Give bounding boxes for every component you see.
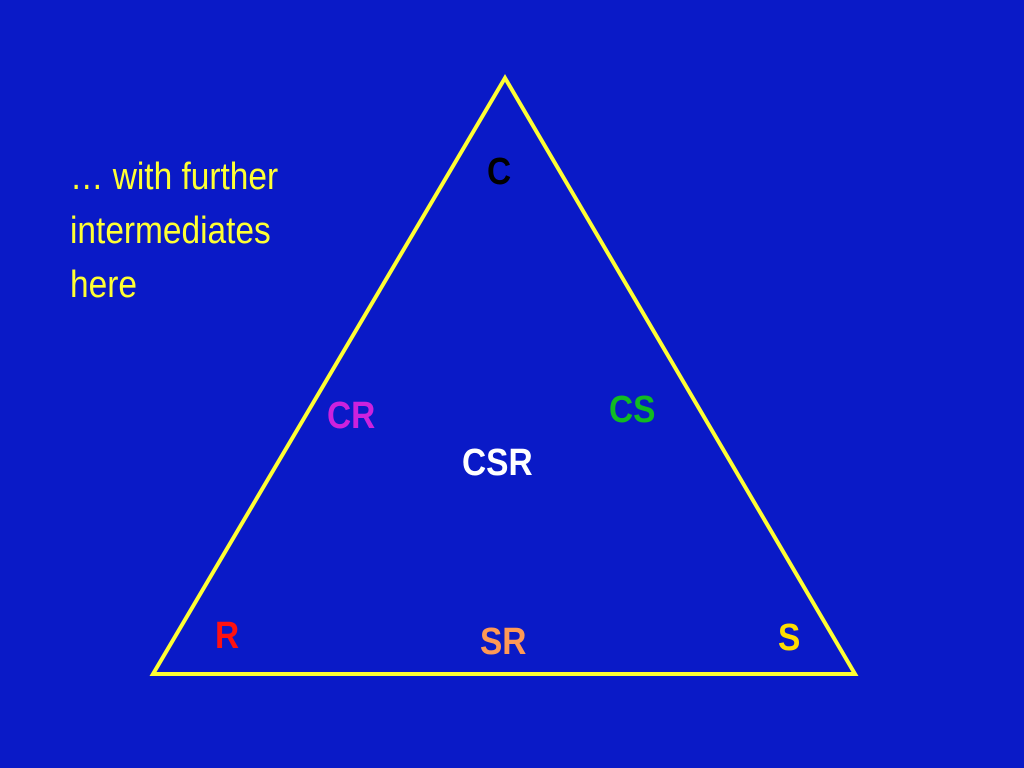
- label-cs: CS: [609, 389, 656, 431]
- label-csr: CSR: [462, 442, 533, 484]
- intermediates-note: … with further intermediates here: [70, 150, 334, 312]
- note-line-3: here: [70, 264, 137, 306]
- label-r: R: [215, 615, 240, 657]
- note-line-1: … with further: [70, 156, 279, 198]
- label-cr: CR: [327, 395, 376, 437]
- label-s: S: [778, 617, 801, 659]
- label-c: C: [487, 151, 512, 193]
- note-line-2: intermediates: [70, 210, 271, 252]
- triangle-outline: [149, 74, 859, 676]
- label-sr: SR: [480, 621, 527, 663]
